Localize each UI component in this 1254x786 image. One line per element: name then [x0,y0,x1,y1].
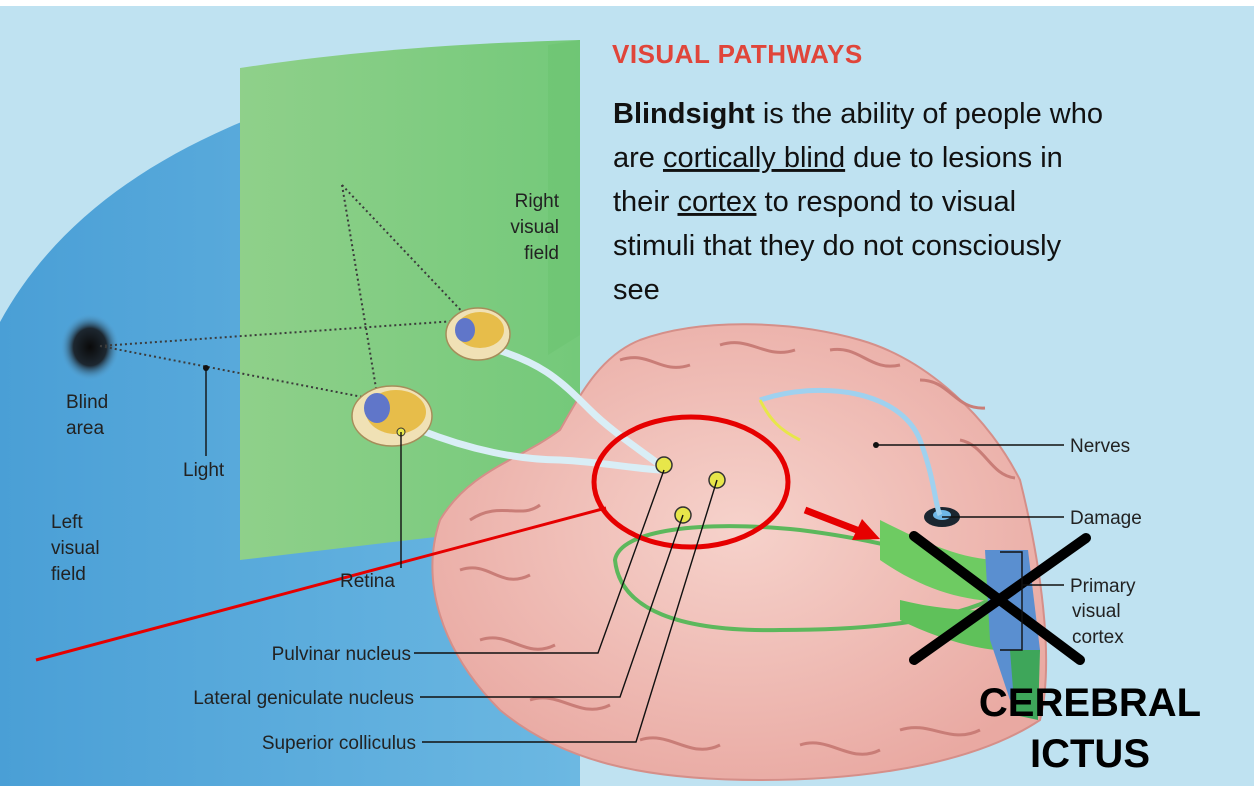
svg-text:visual: visual [1072,601,1121,622]
cortically-blind-link[interactable]: cortically blind [663,142,845,174]
svg-text:Left: Left [51,512,83,533]
pulvinar-label: Pulvinar nucleus [272,644,411,665]
svg-text:cortex: cortex [1072,627,1124,648]
svg-text:field: field [51,564,86,585]
svg-text:Right: Right [515,191,560,212]
svg-text:field: field [524,243,559,264]
line2-post: due to lesions in [845,142,1063,174]
svg-text:CEREBRAL: CEREBRAL [979,681,1201,725]
light-label: Light [183,460,225,481]
svg-text:visual: visual [51,538,100,559]
definition-line-3: their cortex to respond to visual [613,186,1016,218]
definition-part1: is the ability of people who [755,98,1103,130]
right-eye [446,308,510,360]
section-title: VISUAL PATHWAYS [612,39,863,69]
left-eye [352,386,432,446]
svg-text:visual: visual [510,217,559,238]
nerves-label: Nerves [1070,436,1130,457]
definition-line-1: Blindsight is the ability of people who [613,98,1103,130]
cortex-link[interactable]: cortex [677,186,756,218]
blind-area-spot [60,313,120,381]
line3-post: to respond to visual [756,186,1016,218]
line3-pre: their [613,186,677,218]
definition-line-4: stimuli that they do not consciously [613,230,1062,262]
svg-text:Primary: Primary [1070,576,1136,597]
definition-term: Blindsight [613,98,755,130]
svg-text:area: area [66,418,104,439]
lgn-label: Lateral geniculate nucleus [193,688,414,709]
damage-label: Damage [1070,508,1142,529]
svg-text:Blind: Blind [66,392,108,413]
definition-line-5: see [613,274,660,306]
svg-text:ICTUS: ICTUS [1030,732,1150,776]
definition-line-2: are cortically blind due to lesions in [613,142,1063,174]
retina-label: Retina [340,571,395,592]
colliculus-label: Superior colliculus [262,733,416,754]
line2-pre: are [613,142,663,174]
